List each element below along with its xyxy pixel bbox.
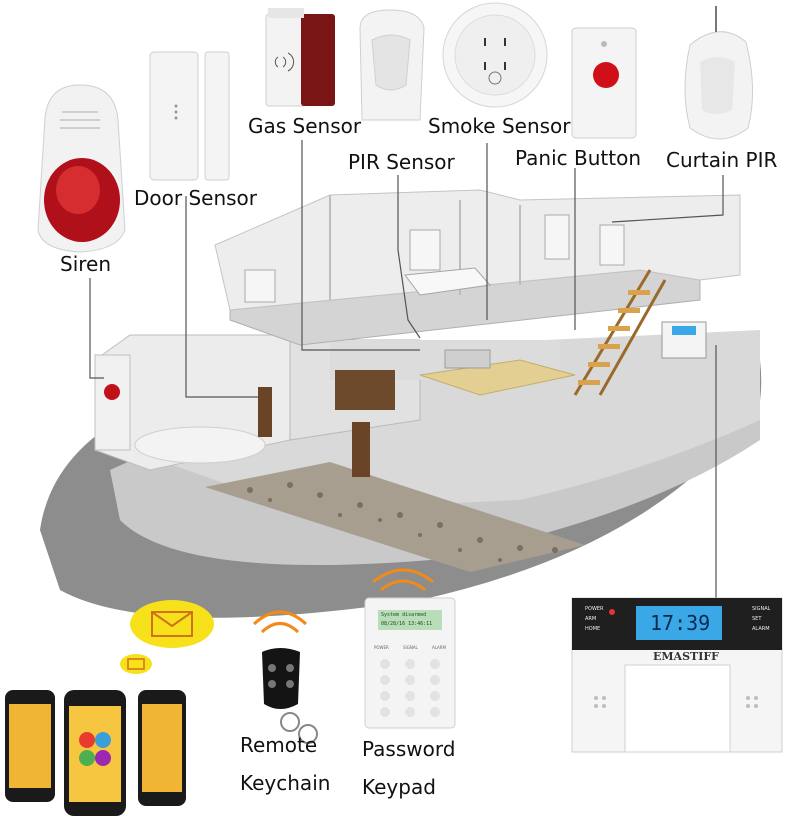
panel-lcd-time: 17:39 <box>650 611 711 635</box>
envelope-icon-small <box>120 654 152 674</box>
label-siren: Siren <box>60 252 112 276</box>
panel-button-signal[interactable]: SIGNAL <box>752 606 771 612</box>
label-curtain-pir: Curtain PIR <box>666 148 778 172</box>
panel-button-alarm[interactable]: ALARM <box>752 626 770 632</box>
tile-floor <box>134 426 266 464</box>
smartphone-icon <box>5 690 186 816</box>
panel-button-set[interactable]: SET <box>752 616 762 622</box>
gas-sensor-device <box>265 8 335 107</box>
label-door-sensor: Door Sensor <box>134 186 258 210</box>
panic-button-device <box>571 27 637 139</box>
label-keypad-line2: Keypad <box>362 775 436 799</box>
envelope-icon <box>130 600 214 648</box>
panel-button-home[interactable]: HOME <box>585 626 601 632</box>
panel-left-buttons: POWER ARM HOME <box>585 604 604 634</box>
door-left <box>258 387 272 437</box>
label-panic-button: Panic Button <box>515 146 641 170</box>
keypad-indicator-signal: SIGNAL <box>403 645 418 650</box>
door-sensor-device <box>149 51 230 181</box>
pir-sensor-device <box>359 9 425 121</box>
label-pir-sensor: PIR Sensor <box>348 150 455 174</box>
panel-button-power[interactable]: POWER <box>585 606 604 612</box>
panel-brand: EMASTIFF <box>653 650 719 663</box>
label-keypad-line1: Password <box>362 737 456 761</box>
label-remote-line1: Remote <box>240 733 318 757</box>
label-gas-sensor: Gas Sensor <box>248 114 362 138</box>
keypad-indicators: POWER SIGNAL ALARM <box>374 645 446 650</box>
siren-device <box>37 84 126 253</box>
wifi-signal-icon <box>252 568 434 634</box>
alarm-control-panel <box>571 597 783 753</box>
label-remote-line2: Keychain <box>240 771 331 795</box>
password-keypad-device <box>364 597 456 729</box>
keypad-lcd-line1: System disarmed <box>381 612 427 618</box>
keypad-indicator-power: POWER <box>374 645 389 650</box>
keypad-indicator-alarm: ALARM <box>431 645 446 650</box>
panel-right-buttons: SIGNAL SET ALARM <box>752 604 770 634</box>
curtain-pir-device <box>684 6 753 140</box>
keypad-lcd-line2: 08/28/16 13:46:11 <box>381 621 433 627</box>
wall-siren <box>104 384 120 400</box>
gravel-path <box>205 462 585 572</box>
door-front <box>352 422 370 477</box>
smoke-sensor-device <box>442 2 548 108</box>
remote-keychain-device <box>262 648 318 744</box>
panel-lcd <box>636 606 722 640</box>
panel-button-arm[interactable]: ARM <box>585 616 597 622</box>
pointer-lines <box>89 140 724 600</box>
label-smoke-sensor: Smoke Sensor <box>428 114 571 138</box>
